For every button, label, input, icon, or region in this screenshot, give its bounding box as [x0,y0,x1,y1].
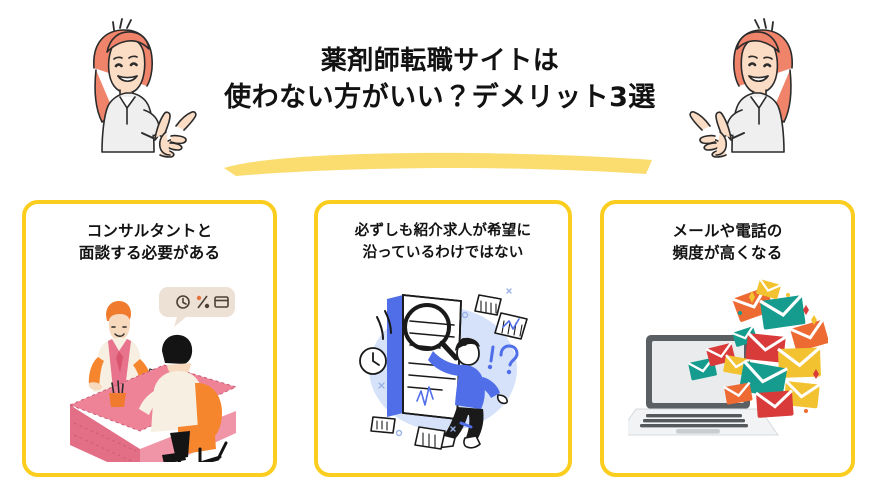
mascot-right-illustration [688,14,828,164]
card-2-heading-line-1: 必ずしも紹介求人が希望に [354,223,532,239]
consultant-interview-illustration [26,277,273,467]
title-line-2: 使わない方がいい？デメリット3選 [224,82,656,113]
mascot-left-illustration [58,14,198,164]
card-3-heading-line-2: 頻度が高くなる [672,244,783,262]
card-1-heading: コンサルタントと 面談する必要がある [26,220,273,264]
title-underline-brushstroke [222,146,654,178]
cards-row: コンサルタントと 面談する必要がある [0,200,880,480]
card-job-mismatch[interactable]: 必ずしも紹介求人が希望に 沿っているわけではない [314,200,572,477]
card-1-heading-line-2: 面談する必要がある [78,244,221,262]
speech-bubble-icon [158,287,235,327]
document-review-magnifier-illustration [318,277,568,467]
card-1-heading-line-1: コンサルタントと [86,222,213,240]
title-line-1: 薬剤師転職サイトは [320,46,560,76]
card-2-heading: 必ずしも紹介求人が希望に 沿っているわけではない [318,220,568,264]
magnifier-icon [403,303,459,361]
envelope-group [686,278,828,418]
laptop-email-burst-illustration [604,277,851,467]
header-section: 薬剤師転職サイトは 使わない方がいい？デメリット3選 [0,0,880,190]
card-contact-frequency[interactable]: メールや電話の 頻度が高くなる [600,200,855,477]
card-3-heading-line-1: メールや電話の [672,222,783,240]
card-consultant-interview[interactable]: コンサルタントと 面談する必要がある [22,200,277,477]
card-2-heading-line-2: 沿っているわけではない [362,245,524,261]
card-3-heading: メールや電話の 頻度が高くなる [604,220,851,264]
page-title: 薬剤師転職サイトは 使わない方がいい？デメリット3選 [190,44,690,116]
clock-icon [359,347,387,375]
